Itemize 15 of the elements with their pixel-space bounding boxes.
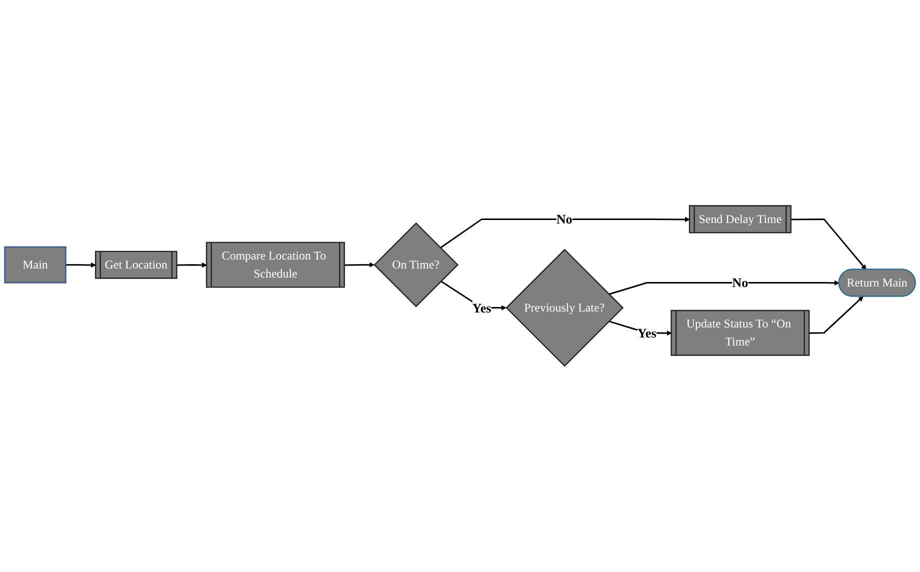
arrow [440,216,690,249]
node-diamond: Previously Late? [506,248,624,367]
edge-label: No [732,275,748,290]
edge-label: No [556,212,572,227]
arrow [176,262,208,268]
arrow [809,296,864,334]
arrow [66,262,96,268]
node-box: Main [4,246,66,284]
arrow [791,218,866,270]
node-diamond: On Time? [374,222,459,308]
arrow [608,280,840,296]
edge-label: Yes [472,300,492,316]
edge-label: Yes [637,326,656,340]
arrow [344,262,374,268]
arrow [440,280,506,311]
